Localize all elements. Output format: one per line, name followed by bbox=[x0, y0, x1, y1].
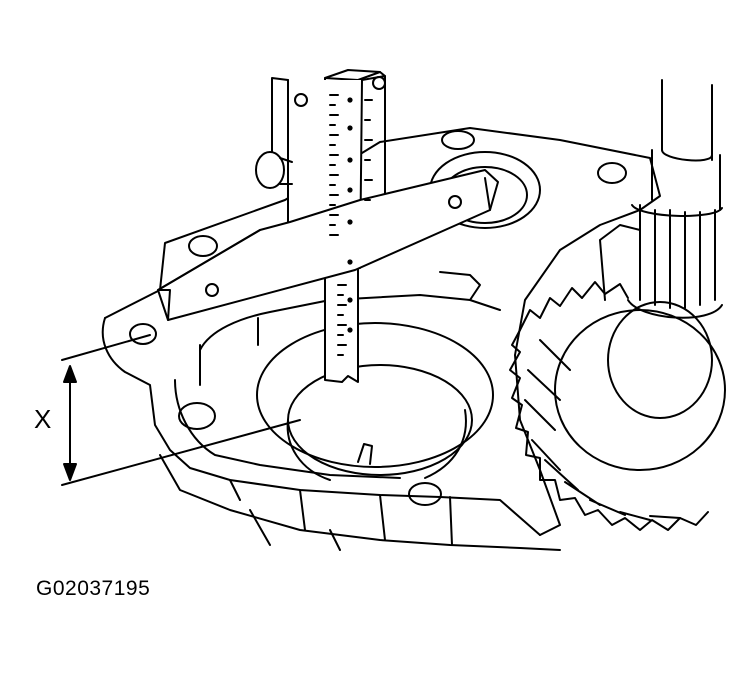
depth-vernier-caliper bbox=[157, 69, 499, 383]
figure-code: G02037195 bbox=[36, 577, 151, 600]
measured-bore bbox=[256, 322, 494, 481]
gear-assembly bbox=[509, 79, 726, 531]
transmission-case bbox=[101, 127, 661, 551]
flange-bolt-holes bbox=[129, 130, 627, 506]
dimension-x-label: X bbox=[34, 404, 52, 434]
dimension-x bbox=[61, 334, 301, 486]
